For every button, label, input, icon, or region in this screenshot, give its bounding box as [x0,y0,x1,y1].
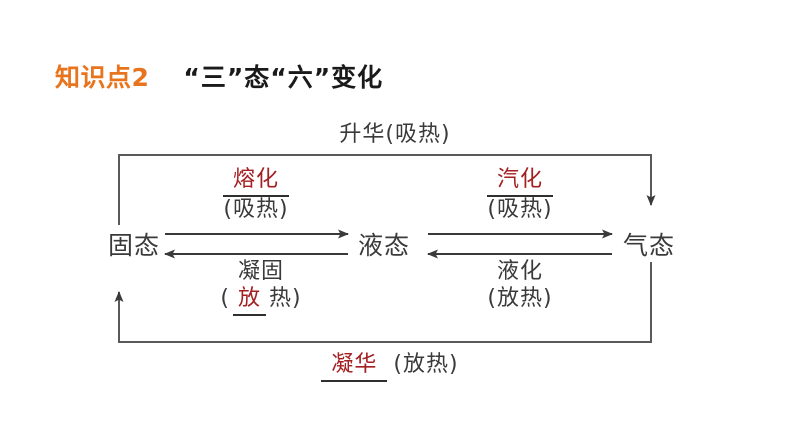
node-solid: 固态 [108,231,161,260]
node-gas: 气态 [623,231,676,260]
label-sublimation: 升华(吸热) [305,122,485,149]
label-sublimation-energy: (吸热) [385,122,451,147]
arrow-deposition [114,262,652,343]
title-main: “三”态“六”变化 [183,63,384,92]
label-vaporization: 汽化 (吸热) [450,167,590,224]
arrow-sublimation [118,154,656,225]
label-melting-energy: (吸热) [223,196,289,222]
node-liquid: 液态 [358,231,411,260]
label-freezing-blank: 放 [232,286,266,316]
label-condensation-energy: (放热) [487,285,553,311]
label-sublimation-term: 升华 [339,122,386,147]
label-condensation: 液化 (放热) [450,259,590,313]
label-freezing-paren-open: ( [220,285,230,311]
label-deposition-energy: (放热) [393,352,459,377]
label-freezing-paren-close: 热) [269,285,302,311]
label-deposition-term: 凝华 [321,352,388,382]
page-title: 知识点2 “三”态“六”变化 [55,58,383,94]
title-kicker: 知识点2 [55,63,150,92]
label-condensation-term: 液化 [496,259,543,284]
label-freezing-term: 凝固 [237,259,284,284]
label-vaporization-term: 汽化 [486,167,553,197]
label-freezing: 凝固 ( 放 热) [186,259,336,316]
label-melting: 熔化 (吸热) [186,167,326,224]
label-vaporization-energy: (吸热) [487,196,553,222]
label-melting-term: 熔化 [222,167,289,197]
label-deposition: 凝华 (放热) [290,352,490,382]
